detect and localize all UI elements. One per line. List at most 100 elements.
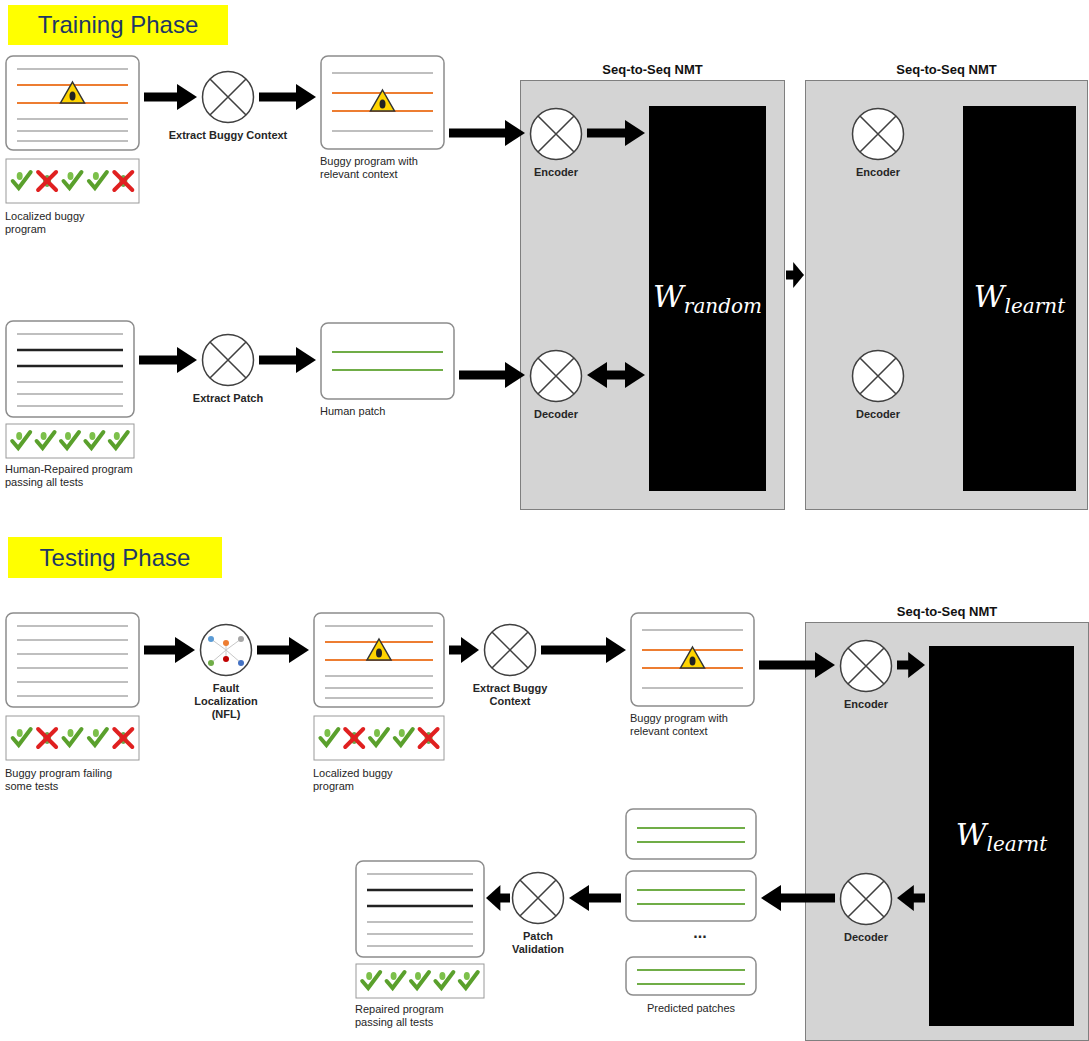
test-bug xyxy=(464,972,470,980)
code-line xyxy=(637,969,745,971)
flow-arrow xyxy=(144,84,197,110)
code-line xyxy=(325,687,433,689)
test-fail xyxy=(114,729,132,747)
process-circle: Fault Localization (NFL) xyxy=(199,623,253,677)
test-pass xyxy=(387,972,405,988)
code-line xyxy=(642,687,743,689)
test-pass xyxy=(435,972,453,988)
icon xyxy=(5,612,140,762)
weight-subscript: random xyxy=(684,294,762,318)
process-circle: Decoder xyxy=(851,349,905,403)
flow-arrow xyxy=(449,120,525,146)
code-line xyxy=(17,140,128,142)
code-line xyxy=(325,675,433,677)
process-circle: Decoder xyxy=(839,872,893,926)
document-sheet xyxy=(626,809,756,859)
test-bug xyxy=(16,432,22,440)
code-line xyxy=(367,889,473,892)
document-caption: Predicted patches xyxy=(625,1002,757,1015)
code-line xyxy=(637,983,745,985)
icon xyxy=(483,623,537,677)
circle-cross xyxy=(210,79,246,115)
step-label: Decoder xyxy=(838,408,918,421)
arrow-head xyxy=(289,637,309,663)
program-document: Buggy program with relevant context xyxy=(320,55,445,150)
code-line xyxy=(17,393,123,395)
icon xyxy=(355,860,485,998)
circle-cross xyxy=(860,116,896,152)
code-line xyxy=(17,381,123,383)
step-label: Decoder xyxy=(516,408,596,421)
arrow-shaft xyxy=(139,356,178,365)
test-pass xyxy=(460,972,478,988)
program-document: Localized buggy program xyxy=(5,55,140,205)
weight-label: Wrandom xyxy=(653,279,762,318)
code-line xyxy=(637,841,745,843)
icon xyxy=(201,70,255,124)
test-pass xyxy=(362,972,380,988)
circle-outline xyxy=(485,625,536,676)
icon xyxy=(839,639,893,693)
bug-icon xyxy=(70,92,76,101)
flow-arrow xyxy=(257,637,309,663)
arrow-head xyxy=(296,84,316,110)
step-label: Patch Validation xyxy=(498,930,578,956)
arrow-shaft xyxy=(144,646,176,655)
arrow-head xyxy=(486,885,500,911)
icon xyxy=(630,612,755,707)
test-fail xyxy=(38,172,56,190)
model-panel: Seq-to-Seq NMTEncoderDecoderWrandom xyxy=(520,80,785,510)
code-line xyxy=(367,933,473,935)
icon xyxy=(320,55,445,150)
test-bug xyxy=(17,172,23,180)
icon xyxy=(199,623,253,677)
program-document: Buggy program failing some tests xyxy=(5,612,140,762)
arrow-shaft xyxy=(786,271,794,280)
weight-symbol: W xyxy=(653,279,684,314)
document-sheet xyxy=(626,871,756,921)
circle-outline xyxy=(203,335,254,386)
model-panel: Seq-to-Seq NMTEncoderDecoderWlearnt xyxy=(805,80,1088,510)
code-line xyxy=(17,349,123,352)
icon xyxy=(851,107,905,161)
program-document: Human patch xyxy=(320,322,455,400)
weight-block: Wrandom xyxy=(649,106,766,491)
code-line xyxy=(17,365,123,368)
document-caption: Human patch xyxy=(320,405,450,418)
code-line xyxy=(367,921,473,923)
code-line xyxy=(332,72,433,74)
phase-banner: Training Phase xyxy=(8,5,228,45)
icon xyxy=(839,872,893,926)
document-caption: Localized buggy program xyxy=(313,767,423,793)
panel-heading: Seq-to-Seq NMT xyxy=(521,62,784,77)
test-fail xyxy=(345,729,363,747)
process-circle: Patch Validation xyxy=(511,871,565,925)
icon xyxy=(625,808,757,998)
test-pass xyxy=(89,172,107,188)
test-pass xyxy=(13,729,31,745)
code-line xyxy=(332,130,433,132)
code-line xyxy=(17,667,128,669)
test-bug xyxy=(324,729,330,737)
circle-cross xyxy=(860,358,896,394)
arrow-shaft xyxy=(259,356,297,365)
code-line xyxy=(17,68,128,70)
network-dot xyxy=(223,640,229,646)
test-pass xyxy=(64,729,82,745)
arrow-head xyxy=(461,637,479,663)
circle-outline xyxy=(531,351,582,402)
flow-arrow xyxy=(541,637,626,663)
arrow-shaft xyxy=(541,646,607,655)
step-label: Encoder xyxy=(516,166,596,179)
arrow-head xyxy=(177,347,197,373)
network-dot xyxy=(208,660,214,666)
arrow-shaft xyxy=(459,371,506,380)
step-label: Extract Buggy Context xyxy=(465,682,555,708)
panel-heading: Seq-to-Seq NMT xyxy=(806,604,1088,619)
test-bug xyxy=(68,172,74,180)
circle-outline xyxy=(531,109,582,160)
icon xyxy=(529,349,583,403)
test-fail xyxy=(114,172,132,190)
code-line xyxy=(332,369,443,371)
